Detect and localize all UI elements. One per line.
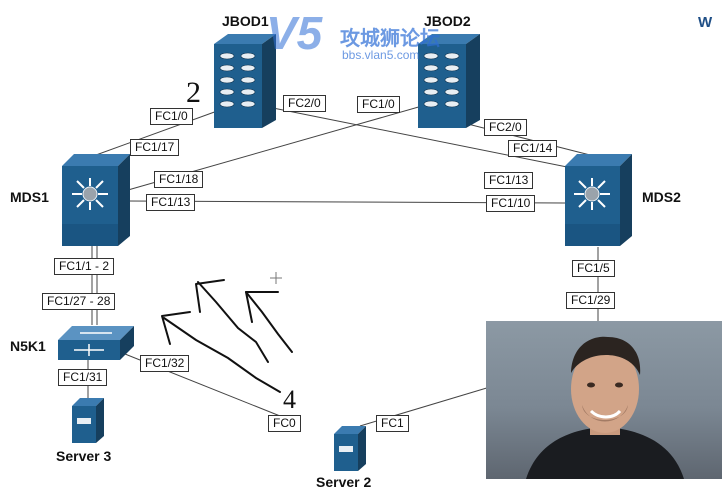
jbod1-title: JBOD1 — [222, 13, 269, 29]
diagram-canvas: 2 4 — [58, 34, 632, 471]
mds1-title: MDS1 — [10, 189, 49, 205]
port-label-jbod1-fc2-0: FC2/0 — [283, 95, 326, 112]
corner-letter: W — [698, 14, 713, 31]
server3-icon — [72, 398, 104, 443]
link-jbod1-mds2 — [257, 104, 583, 171]
handwritten-mark-4: 4 — [283, 385, 296, 414]
port-label-mds1-fc1-1-2: FC1/1 - 2 — [54, 258, 115, 275]
presenter-face — [571, 345, 639, 433]
port-label-server2-fc1: FC1 — [376, 415, 409, 432]
mds1-switch-icon — [62, 154, 130, 246]
presenter-hair — [571, 336, 641, 375]
port-label-jbod2-fc1-0: FC1/0 — [357, 96, 400, 113]
arrow-stroke-2 — [245, 291, 293, 353]
jbod2-icon — [418, 34, 480, 128]
link-jbod2-mds2 — [451, 119, 591, 156]
link-jbod1-mds1 — [95, 109, 221, 156]
handdrawn-arrows — [161, 279, 293, 393]
presenter-figure — [526, 336, 684, 479]
handwritten-mark-2: 2 — [186, 76, 201, 109]
topology-diagram: 2 4 JBOD1 JBOD2 MDS1 MDS2 N5K1 Server 3 … — [10, 7, 722, 490]
port-label-mds2-fc1-10: FC1/10 — [486, 195, 536, 212]
port-label-mds1-fc1-13: FC1/13 — [146, 194, 196, 211]
arrow-head-3 — [161, 311, 191, 345]
port-label-mds1-fc1-18: FC1/18 — [154, 171, 204, 188]
arrow-stroke-3 — [163, 317, 281, 393]
presenter-shirt — [526, 427, 684, 479]
port-label-n5k1-fc1-31: FC1/31 — [58, 369, 108, 386]
mds2-switch-icon — [565, 154, 632, 246]
presenter-video — [486, 321, 722, 479]
server2-icon — [334, 426, 366, 471]
port-label-jbod1-fc1-0: FC1/0 — [150, 108, 193, 125]
server2-title: Server 2 — [316, 474, 372, 490]
watermark-url: bbs.vlan5.com — [342, 48, 420, 62]
mds2-title: MDS2 — [642, 189, 681, 205]
arrow-head-2 — [245, 291, 279, 323]
port-label-fc1-29: FC1/29 — [566, 292, 616, 309]
arrow-head-1 — [195, 279, 225, 313]
arrow-stroke-1 — [197, 281, 269, 363]
port-label-server2-fc0: FC0 — [268, 415, 301, 432]
port-label-jbod2-fc2-0: FC2/0 — [484, 119, 527, 136]
port-label-mds1-fc1-17: FC1/17 — [130, 139, 180, 156]
n5k1-title: N5K1 — [10, 338, 46, 354]
server3-title: Server 3 — [56, 448, 112, 464]
port-label-mds2-fc1-5: FC1/5 — [572, 260, 615, 277]
watermark-logo: V5 — [266, 7, 323, 59]
jbod2-title: JBOD2 — [424, 13, 471, 29]
port-label-n5k1-fc1-27-28: FC1/27 - 28 — [42, 293, 116, 310]
watermark-cn-text: 攻城狮论坛 — [340, 28, 440, 50]
port-label-mds2-fc1-13: FC1/13 — [484, 172, 534, 189]
jbod1-icon — [214, 34, 276, 128]
cursor-crosshair-icon — [270, 272, 282, 284]
port-label-n5k1-fc1-32: FC1/32 — [140, 355, 190, 372]
n5k1-switch-icon — [58, 326, 134, 360]
port-label-mds2-fc1-14: FC1/14 — [508, 140, 558, 157]
